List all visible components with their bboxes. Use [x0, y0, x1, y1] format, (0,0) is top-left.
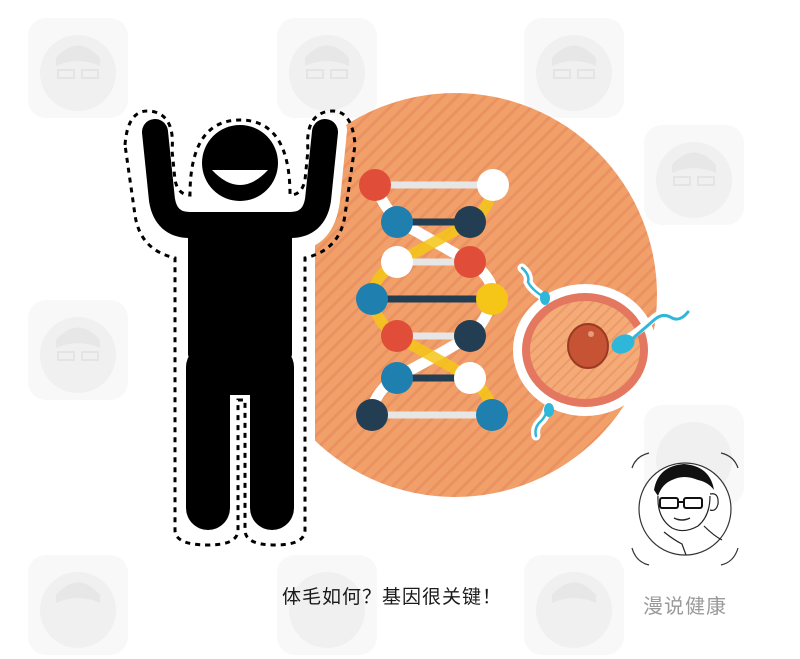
- watermark-avatar: [28, 555, 128, 655]
- caption-text: 体毛如何？基因很关键！: [282, 586, 503, 608]
- watermark-avatar: [28, 300, 128, 400]
- watermark-avatar: [524, 555, 624, 655]
- watermark-avatar: [644, 125, 744, 225]
- watermark-avatar: [28, 18, 128, 118]
- happy-person-arms-raised-icon: [123, 108, 357, 547]
- egg-cell-with-sperm-icon: [513, 263, 692, 441]
- cartoon-doctor-avatar-logo: [631, 452, 739, 566]
- brand-name: 漫说健康: [643, 594, 727, 618]
- illustration-scene: [123, 93, 692, 547]
- watermark-avatar: [277, 18, 377, 118]
- watermark-avatar: [524, 18, 624, 118]
- dna-double-helix-icon: [356, 169, 509, 431]
- watermark-avatar: [277, 555, 377, 655]
